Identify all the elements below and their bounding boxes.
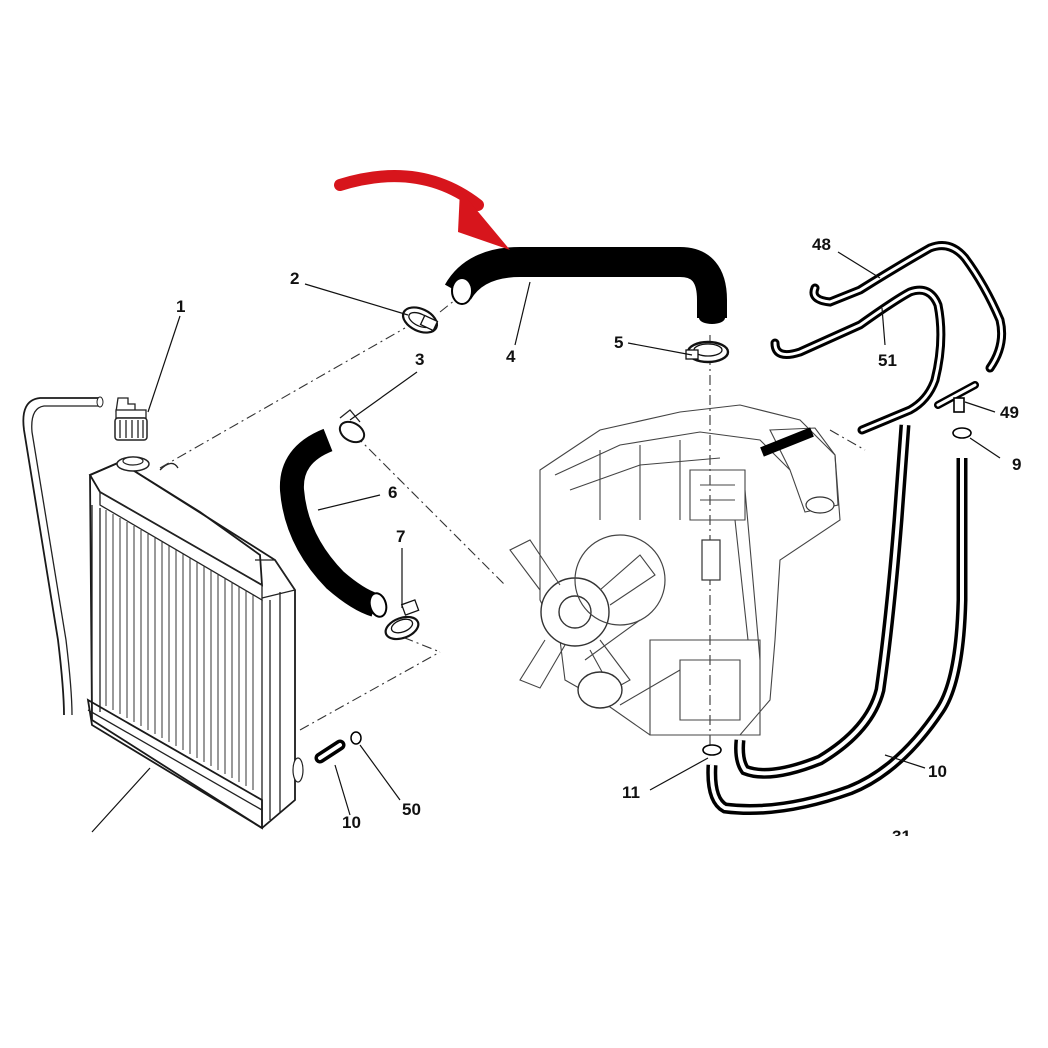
plug-50: [350, 731, 362, 745]
bleed-hose-51: [770, 285, 946, 435]
hose-piece-10: [314, 739, 346, 764]
label-1: 1: [176, 297, 185, 316]
label-49: 49: [1000, 403, 1019, 422]
small-clamp-9: [952, 427, 972, 439]
label-7: 7: [396, 527, 405, 546]
heater-hose-10: [706, 424, 968, 815]
radiator: [22, 396, 304, 833]
label-48: 48: [812, 235, 831, 254]
label-10-right: 10: [928, 762, 947, 781]
label-5: 5: [614, 333, 623, 352]
highlight-arrow: [334, 170, 510, 250]
assembly-lines: [159, 299, 866, 750]
radiator-fins: [105, 510, 254, 790]
t-fitting-49: [934, 381, 979, 413]
upper-hose-4: [444, 247, 727, 324]
label-3: 3: [415, 350, 424, 369]
lower-hose-6: [279, 428, 388, 618]
clamp-2: [401, 306, 439, 334]
engine: [509, 404, 841, 736]
label-51: 51: [878, 351, 897, 370]
bottom-mask: [0, 836, 1048, 1048]
bleed-hose-48: [809, 241, 1007, 373]
leader-lines: [147, 251, 1001, 816]
clamp-7: [384, 599, 420, 641]
label-6: 6: [388, 483, 397, 502]
label-9: 9: [1012, 455, 1021, 474]
label-2: 2: [290, 269, 299, 288]
label-4: 4: [506, 347, 516, 366]
label-11: 11: [622, 783, 640, 802]
clamp-5: [685, 340, 730, 364]
label-50: 50: [402, 800, 421, 819]
label-10-left: 10: [342, 813, 361, 832]
clamp-11: [702, 744, 722, 756]
clamp-3: [338, 409, 366, 444]
radiator-cap: [114, 397, 148, 441]
